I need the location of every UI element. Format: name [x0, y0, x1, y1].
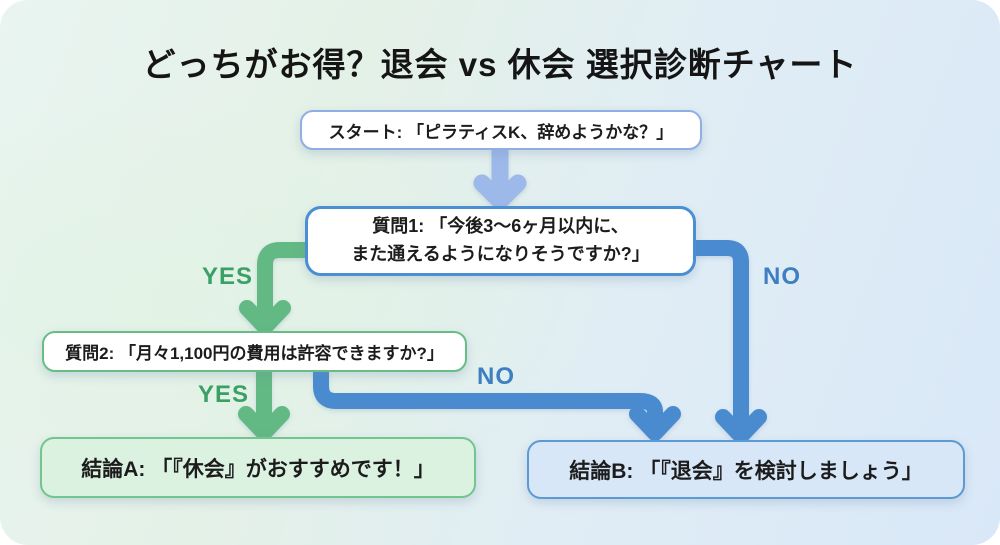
arrow-q1-yes-to-q2 — [239, 242, 314, 335]
edge-label-q1-no: NO — [763, 263, 801, 290]
node-start: スタート: 「ピラティスK、辞めようかな？」 — [300, 110, 702, 150]
arrow-start-to-q1 — [473, 143, 527, 210]
edge-label-q2-no: NO — [477, 363, 515, 390]
node-question1: 質問1: 「今後3〜6ヶ月以内に、 また通えるようになりそうですか?」 — [305, 206, 696, 276]
node-conclusion-a-label: 結論A: 「『休会』がおすすめです！」 — [81, 457, 435, 481]
arrow-q2-no-to-conclusion-b — [313, 365, 681, 441]
node-conclusion-b: 結論B: 「『退会』を検討しましょう」 — [527, 440, 965, 499]
arrow-q2-yes-to-conclusion-a — [238, 365, 290, 441]
node-conclusion-a: 結論A: 「『休会』がおすすめです！」 — [40, 437, 476, 498]
node-question2: 質問2: 「月々1,100円の費用は許容できますか?」 — [42, 331, 467, 372]
page-title: どっちがお得？退会 vs 休会 選択診断チャート — [142, 46, 858, 83]
node-start-label: スタート: 「ピラティスK、辞めようかな？」 — [328, 122, 674, 142]
node-question2-label: 質問2: 「月々1,100円の費用は許容できますか?」 — [65, 344, 444, 363]
node-question1-line2: また通えるようになりそうですか?」 — [351, 244, 650, 264]
node-question1-line1: 質問1: 「今後3〜6ヶ月以内に、 — [372, 216, 629, 237]
node-conclusion-b-label: 結論B: 「『退会』を検討しましょう」 — [569, 459, 923, 483]
edge-label-q1-yes: YES — [202, 263, 254, 290]
arrow-q1-no-to-conclusion-b — [687, 240, 767, 444]
edge-label-q2-yes: YES — [198, 381, 250, 408]
